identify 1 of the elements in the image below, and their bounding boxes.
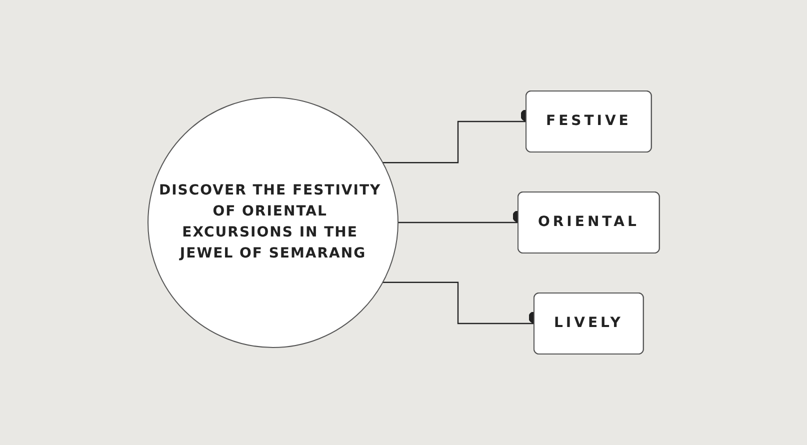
node-circle: DISCOVER THE FESTIVITY OF ORIENTAL EXCURSIONS IN THE JEWEL OF SEMARANG xyxy=(147,97,398,348)
